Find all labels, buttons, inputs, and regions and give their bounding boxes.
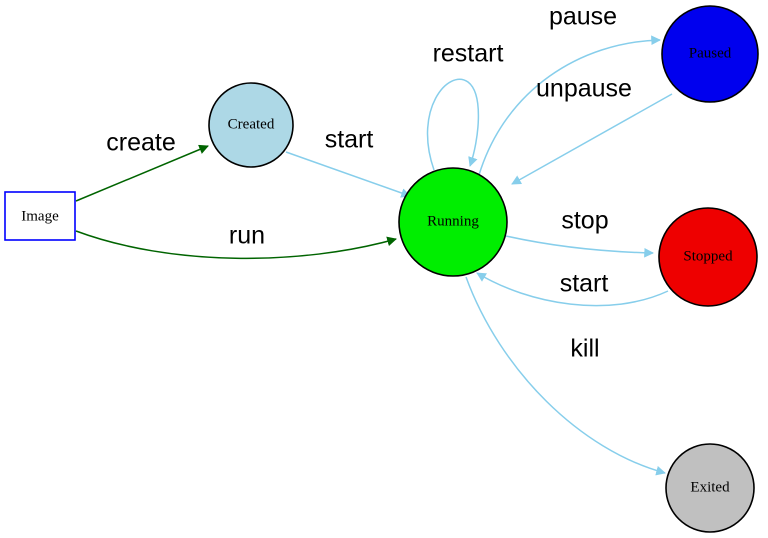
- node-running[interactable]: Running: [398, 167, 508, 277]
- node-exited[interactable]: Exited: [665, 443, 755, 533]
- node-paused[interactable]: Paused: [661, 5, 759, 103]
- edge-run-path: [75, 230, 397, 260]
- edge-pause: pause: [478, 3, 661, 176]
- edge-run: run: [75, 222, 397, 260]
- edge-kill: kill: [465, 276, 666, 476]
- edge-restart-label: restart: [433, 40, 504, 68]
- node-created-label: Created: [228, 116, 275, 132]
- edge-pause-label: pause: [549, 3, 617, 31]
- edge-kill-path: [465, 276, 666, 476]
- edge-restart-path: [426, 78, 480, 171]
- edge-start-stopped-label: start: [560, 270, 609, 298]
- edge-start-created-label: start: [325, 126, 374, 154]
- node-paused-label: Paused: [689, 45, 732, 61]
- edge-stop-path: [505, 235, 654, 258]
- edge-start-stopped: start: [476, 270, 669, 307]
- edge-kill-label: kill: [570, 335, 599, 363]
- node-exited-shape[interactable]: [665, 443, 755, 533]
- node-image[interactable]: Image: [4, 191, 76, 241]
- node-image-shape[interactable]: [4, 191, 76, 241]
- node-stopped-label: Stopped: [683, 248, 733, 264]
- node-stopped-shape[interactable]: [658, 207, 758, 307]
- node-stopped[interactable]: Stopped: [658, 207, 758, 307]
- edge-start-created: start: [285, 126, 411, 198]
- node-running-label: Running: [427, 213, 479, 229]
- edge-run-label: run: [229, 222, 265, 250]
- edge-restart: restart: [426, 40, 504, 171]
- edge-create-path: [75, 144, 209, 202]
- edge-start-created-path: [285, 151, 411, 198]
- node-image-label: Image: [21, 208, 59, 224]
- node-created[interactable]: Created: [208, 82, 294, 168]
- edge-unpause: unpause: [511, 75, 673, 185]
- edge-start-stopped-path: [476, 272, 669, 307]
- node-exited-label: Exited: [690, 479, 730, 495]
- node-created-shape[interactable]: [208, 82, 294, 168]
- edge-pause-path: [478, 35, 661, 176]
- edge-unpause-path: [511, 93, 673, 185]
- node-paused-shape[interactable]: [661, 5, 759, 103]
- node-running-shape[interactable]: [398, 167, 508, 277]
- edge-stop: stop: [505, 207, 654, 258]
- edge-stop-label: stop: [561, 207, 608, 235]
- edge-create: create: [75, 129, 209, 202]
- edge-unpause-label: unpause: [536, 75, 632, 103]
- edge-create-label: create: [106, 129, 175, 157]
